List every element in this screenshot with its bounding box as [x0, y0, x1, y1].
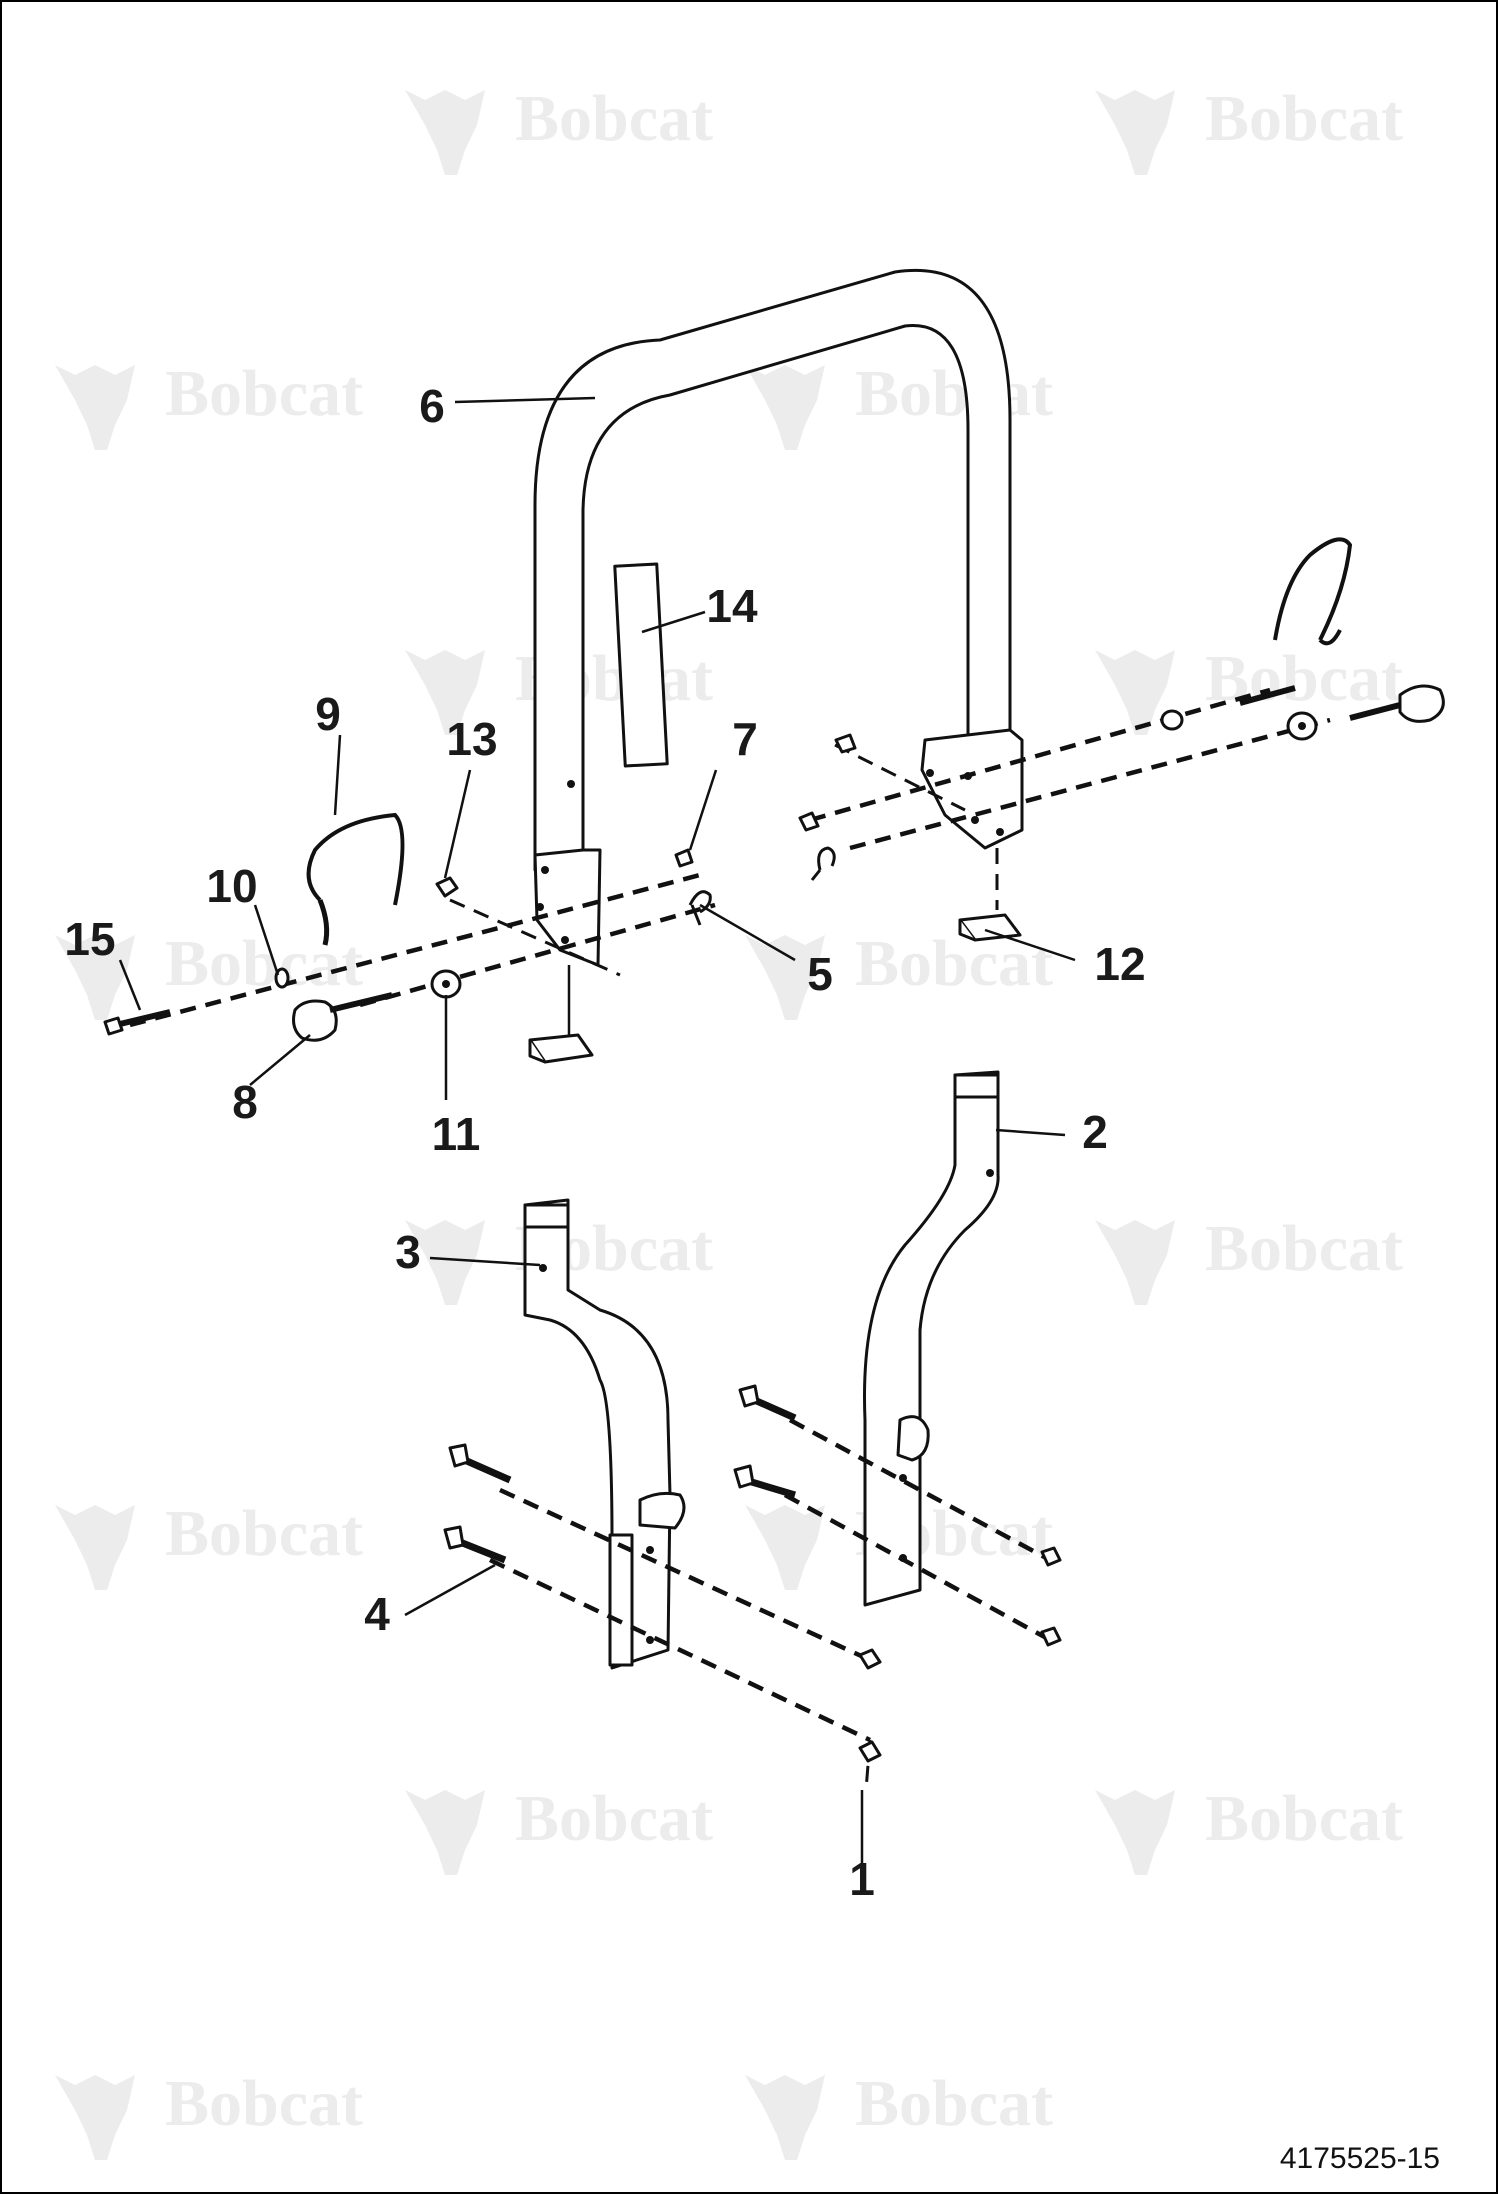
- bobcat-watermark-logo: Bobcat: [745, 2067, 1053, 2160]
- bobcat-watermark-logo: Bobcat: [405, 82, 713, 175]
- callout-number-3: 3: [395, 1226, 421, 1278]
- bobcat-watermark-logo: Bobcat: [1095, 82, 1403, 175]
- right-hardware: [798, 537, 1445, 881]
- callout-number-15: 15: [64, 913, 115, 965]
- callout-number-7: 7: [732, 713, 758, 765]
- watermark-text: Bobcat: [855, 357, 1053, 430]
- callout-number-10: 10: [206, 860, 257, 912]
- bobcat-watermark-logo: Bobcat: [55, 1497, 363, 1590]
- bobcat-logo-icon: [55, 935, 135, 1020]
- bobcat-watermark-logo: Bobcat: [405, 1782, 713, 1875]
- callout-number-9: 9: [315, 688, 341, 740]
- bobcat-logo-icon: [1095, 1790, 1175, 1875]
- bobcat-watermark-logo: Bobcat: [745, 357, 1053, 450]
- bobcat-logo-icon: [55, 2075, 135, 2160]
- bobcat-logo-icon: [405, 1790, 485, 1875]
- bobcat-logo-icon: [405, 90, 485, 175]
- callout-number-5: 5: [807, 948, 833, 1000]
- callout-number-8: 8: [232, 1076, 258, 1128]
- left-hardware: [103, 812, 716, 1042]
- callout-number-6: 6: [419, 380, 445, 432]
- watermark-text: Bobcat: [1205, 82, 1403, 155]
- bobcat-watermark-logo: Bobcat: [1095, 1212, 1403, 1305]
- bobcat-logo-icon: [55, 365, 135, 450]
- reference-number: 4175525-15: [1280, 2142, 1440, 2175]
- bobcat-logo-icon: [745, 935, 825, 1020]
- watermark-text: Bobcat: [855, 927, 1053, 1000]
- bobcat-logo-icon: [405, 650, 485, 735]
- bobcat-logo-icon: [55, 1505, 135, 1590]
- callout-number-13: 13: [446, 713, 497, 765]
- bobcat-watermark-logo: Bobcat: [55, 2067, 363, 2160]
- watermark-text: Bobcat: [515, 82, 713, 155]
- watermark-text: Bobcat: [1205, 1782, 1403, 1855]
- bobcat-watermark-logo: Bobcat: [745, 927, 1053, 1020]
- bobcat-watermark-logo: Bobcat: [55, 357, 363, 450]
- foot-pads: [528, 848, 1022, 1064]
- watermark-text: Bobcat: [1205, 1212, 1403, 1285]
- callout-number-11: 11: [432, 1108, 481, 1160]
- callout-number-1: 1: [849, 1853, 875, 1905]
- left-leg-part: [523, 1198, 686, 1670]
- bobcat-logo-icon: [1095, 1220, 1175, 1305]
- bobcat-logo-icon: [1095, 90, 1175, 175]
- callout-number-2: 2: [1082, 1106, 1108, 1158]
- watermark-text: Bobcat: [515, 1782, 713, 1855]
- bobcat-logo-icon: [1095, 650, 1175, 735]
- watermark-text: Bobcat: [855, 2067, 1053, 2140]
- bobcat-watermark-logo: Bobcat: [1095, 642, 1403, 735]
- bobcat-logo-icon: [745, 365, 825, 450]
- callout-number-14: 14: [706, 580, 758, 632]
- bobcat-logo-icon: [745, 1505, 825, 1590]
- callout-number-4: 4: [364, 1588, 390, 1640]
- watermark-text: Bobcat: [165, 1497, 363, 1570]
- right-leg-part: [863, 1070, 1000, 1607]
- leader-lines: [118, 396, 1076, 1865]
- watermark-text: Bobcat: [165, 357, 363, 430]
- roll-bar-part: [533, 269, 1024, 967]
- bobcat-logo-icon: [405, 1220, 485, 1305]
- watermark-text: Bobcat: [1205, 642, 1403, 715]
- bobcat-watermark-logo: Bobcat: [1095, 1782, 1403, 1875]
- bobcat-logo-icon: [745, 2075, 825, 2160]
- callout-number-12: 12: [1094, 938, 1145, 990]
- lower-hardware: [443, 1384, 1062, 1791]
- watermark-text: Bobcat: [165, 2067, 363, 2140]
